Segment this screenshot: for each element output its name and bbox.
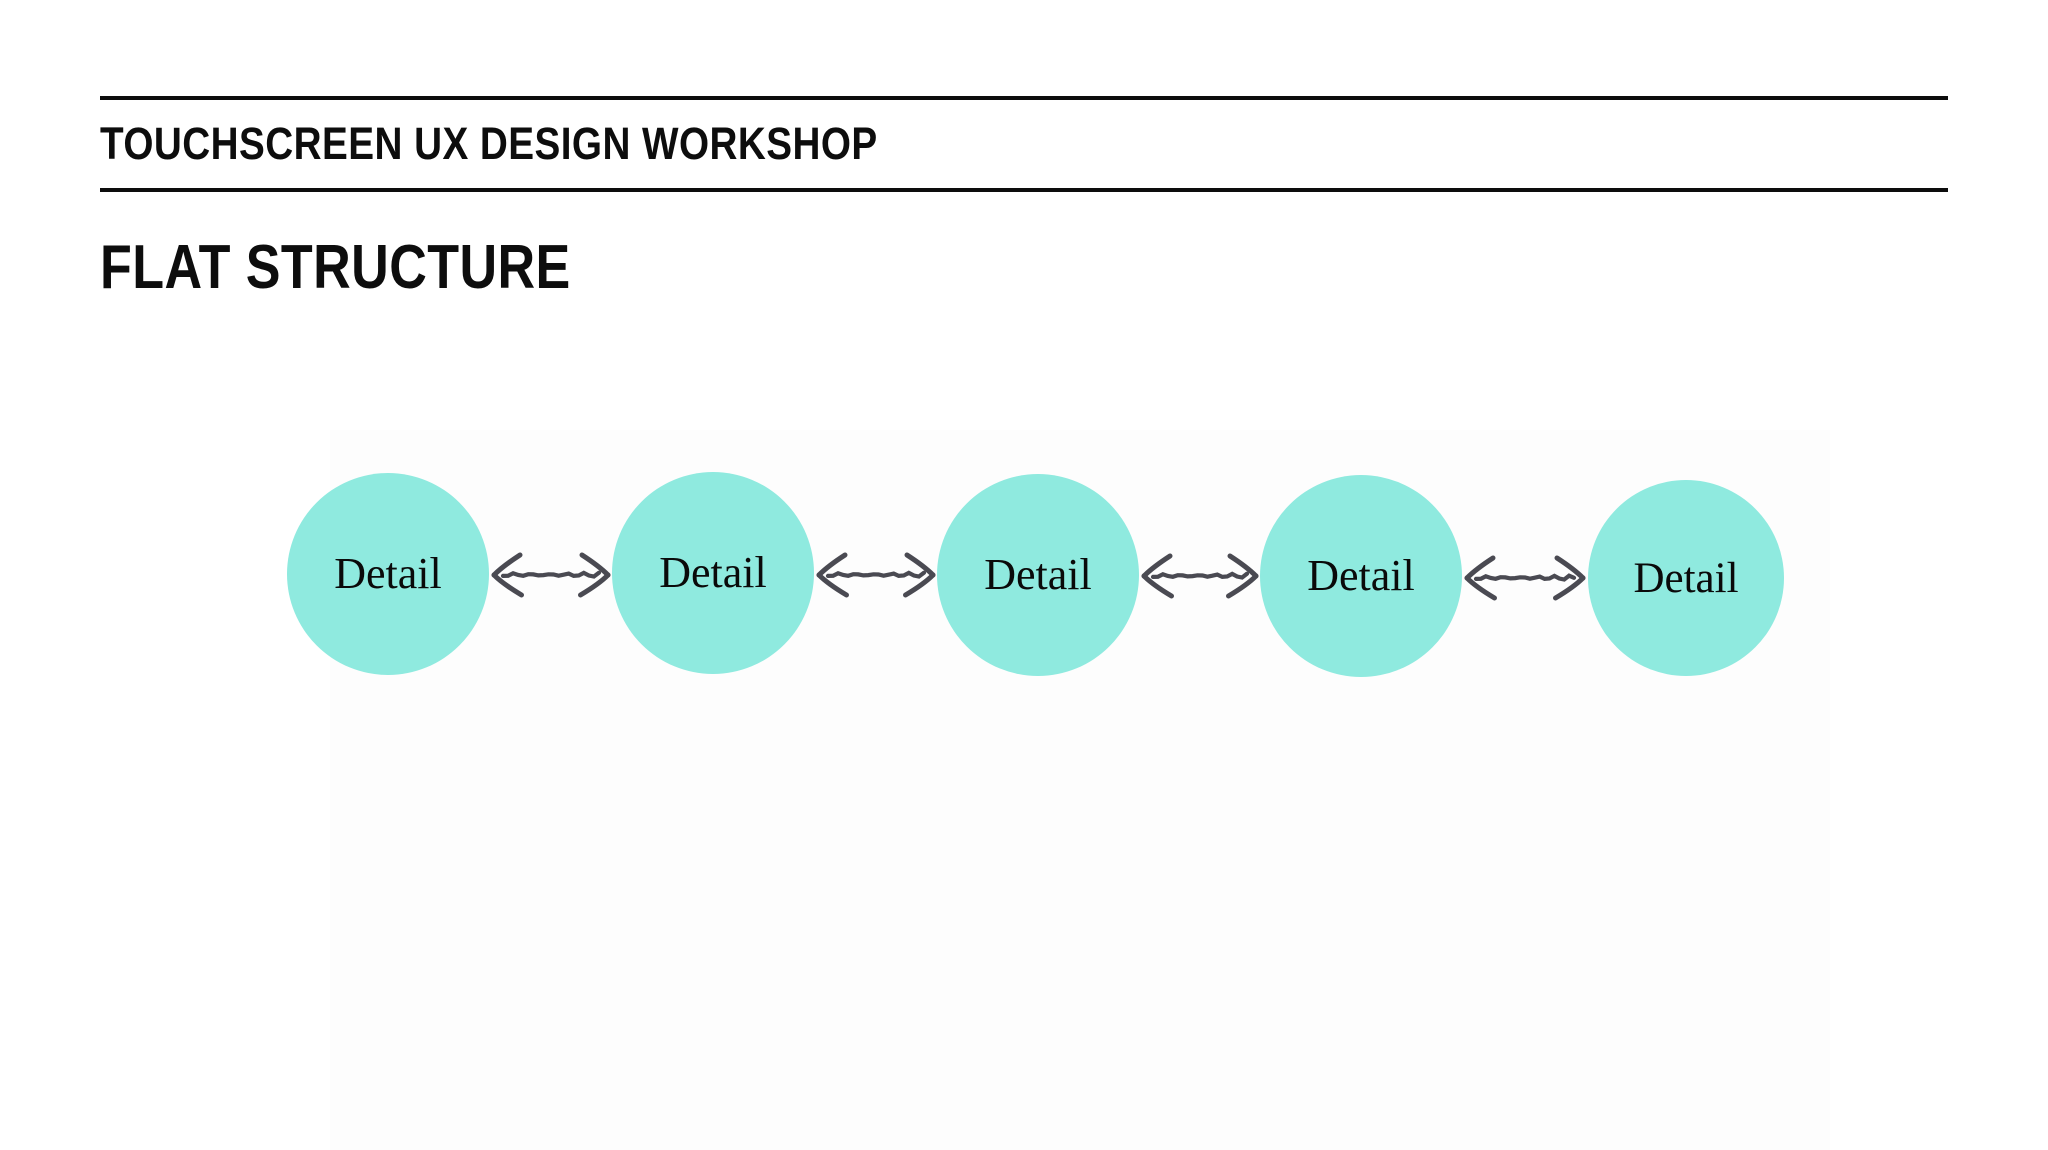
slide-header: TOUCHSCREEN UX DESIGN WORKSHOP [100, 96, 1948, 192]
header-rule-bottom [100, 188, 1948, 192]
page-title: FLAT STRUCTURE [100, 233, 571, 302]
node-label: Detail [984, 550, 1092, 599]
node-circle-4[interactable]: Detail [1260, 475, 1462, 677]
header-title: TOUCHSCREEN UX DESIGN WORKSHOP [100, 118, 878, 169]
connector-arrow-1 [489, 548, 613, 602]
node-label: Detail [659, 548, 767, 597]
node-circle-1[interactable]: Detail [287, 473, 489, 675]
connector-arrow-2 [814, 548, 938, 602]
node-circle-3[interactable]: Detail [937, 474, 1139, 676]
node-circle-5[interactable]: Detail [1588, 480, 1784, 676]
node-label: Detail [1633, 554, 1739, 602]
connector-arrow-4 [1462, 551, 1588, 605]
header-rule-top [100, 96, 1948, 100]
node-label: Detail [334, 549, 442, 598]
node-label: Detail [1307, 551, 1415, 600]
connector-arrow-3 [1139, 549, 1261, 603]
node-circle-2[interactable]: Detail [612, 472, 814, 674]
